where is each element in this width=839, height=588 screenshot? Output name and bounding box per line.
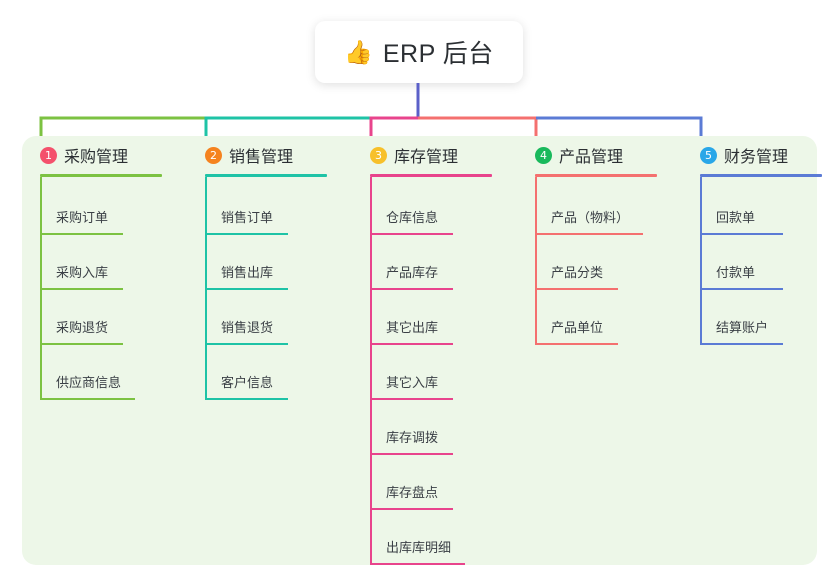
list-item-label: 结算账户: [716, 320, 769, 335]
list-item-rule: [535, 343, 618, 345]
list-item-label: 供应商信息: [56, 375, 122, 390]
column-rule: [700, 174, 822, 177]
column-number-badge: 5: [700, 146, 717, 164]
column-header-5[interactable]: 5 财务管理: [682, 136, 837, 174]
list-item-label: 付款单: [716, 265, 756, 280]
list-item-rule: [40, 288, 123, 290]
column-rule: [205, 174, 327, 177]
list-item-label: 其它入库: [386, 375, 439, 390]
list-item-label: 销售订单: [221, 210, 274, 225]
column-header-2[interactable]: 2 销售管理: [187, 136, 342, 174]
column-spine: [370, 177, 372, 563]
column-rule: [370, 174, 492, 177]
mindmap-board: 1 采购管理采购订单采购入库采购退货供应商信息 2 销售管理销售订单销售出库销售退货客…: [22, 136, 822, 565]
column-spine: [40, 177, 42, 398]
column-4: 4 产品管理产品（物料） 产品分类产品单位: [517, 136, 672, 345]
list-item-rule: [535, 233, 643, 235]
list-item-label: 产品分类: [551, 265, 604, 280]
list-item-label: 库存盘点: [386, 485, 439, 500]
column-header-1[interactable]: 1 采购管理: [22, 136, 177, 174]
list-item-rule: [370, 398, 453, 400]
list-item-rule: [370, 288, 453, 290]
list-item-rule: [40, 343, 123, 345]
list-item-label: 销售退货: [221, 320, 274, 335]
column-number-badge: 2: [205, 146, 222, 164]
list-item-rule: [370, 508, 453, 510]
column-title: 财务管理: [724, 149, 789, 166]
list-item-rule: [700, 233, 783, 235]
column-number-badge: 4: [535, 146, 552, 164]
column-header-3[interactable]: 3 库存管理: [352, 136, 507, 174]
list-item-rule: [370, 563, 465, 565]
column-1: 1 采购管理采购订单采购入库采购退货供应商信息: [22, 136, 177, 400]
column-spine: [205, 177, 207, 398]
list-item-label: 采购入库: [56, 265, 109, 280]
list-item-rule: [370, 343, 453, 345]
list-item-label: 客户信息: [221, 375, 274, 390]
column-number-badge: 1: [40, 146, 57, 164]
column-2: 2 销售管理销售订单销售出库销售退货客户信息: [187, 136, 342, 400]
list-item-label: 仓库信息: [386, 210, 439, 225]
column-title: 库存管理: [394, 149, 459, 166]
thumbs-up-icon: 👍: [344, 38, 373, 65]
root-node[interactable]: 👍 ERP 后台: [315, 21, 523, 83]
column-title: 产品管理: [559, 149, 624, 166]
list-item-label: 产品库存: [386, 265, 439, 280]
list-item-rule: [40, 233, 123, 235]
list-item-label: 出库库明细: [386, 540, 452, 555]
list-item-rule: [700, 343, 783, 345]
column-rule: [535, 174, 657, 177]
list-item-label: 库存调拨: [386, 430, 439, 445]
list-item-label: 其它出库: [386, 320, 439, 335]
column-title: 采购管理: [64, 149, 129, 166]
column-title: 销售管理: [229, 149, 294, 166]
list-item-rule: [205, 288, 288, 290]
column-3: 3 库存管理仓库信息产品库存其它出库其它入库库存调拨库存盘点出库库明细: [352, 136, 507, 565]
list-item-rule: [535, 288, 618, 290]
root-title: ERP 后台: [382, 40, 494, 68]
column-spine: [700, 177, 702, 343]
column-header-4[interactable]: 4 产品管理: [517, 136, 672, 174]
list-item-rule: [205, 398, 288, 400]
list-item-rule: [370, 453, 453, 455]
column-rule: [40, 174, 162, 177]
list-item-label: 采购退货: [56, 320, 109, 335]
list-item-rule: [40, 398, 135, 400]
list-item-label: 产品（物料）: [551, 210, 630, 225]
list-item-label: 销售出库: [221, 265, 274, 280]
list-item-label: 产品单位: [551, 320, 604, 335]
list-item-rule: [700, 288, 783, 290]
list-item-rule: [205, 233, 288, 235]
list-item-rule: [370, 233, 453, 235]
column-spine: [535, 177, 537, 343]
list-item-label: 回款单: [716, 210, 756, 225]
list-item-rule: [205, 343, 288, 345]
list-item-label: 采购订单: [56, 210, 109, 225]
column-number-badge: 3: [370, 146, 387, 164]
column-5: 5 财务管理回款单付款单结算账户: [682, 136, 837, 345]
